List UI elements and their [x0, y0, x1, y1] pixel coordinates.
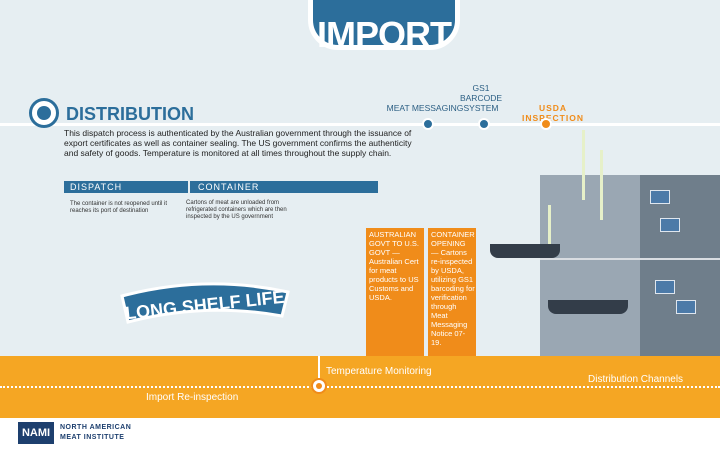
australian-govt-text: AUSTRALIAN GOVT TO U.S. GOVT — Australia…: [369, 230, 420, 302]
meat-messaging-label: MEAT MESSAGING: [386, 103, 464, 113]
ship-icon: [548, 300, 628, 314]
gs1-label: GS1 BARCODE SYSTEM: [459, 83, 503, 113]
distribution-channels-label: Distribution Channels: [588, 374, 684, 385]
page-title: IMPORT: [317, 14, 452, 55]
dock-line: [540, 258, 720, 260]
badge-shape: LONG SHELF LIFE: [120, 282, 290, 324]
distribution-node-dot: [37, 106, 51, 120]
timeline-track: [0, 123, 720, 126]
footer: [0, 418, 720, 450]
logo-line-1: NORTH AMERICAN: [60, 424, 132, 431]
distribution-heading: DISTRIBUTION: [66, 104, 194, 124]
container-box-icon: [676, 300, 696, 314]
bottom-dotted-line: [0, 386, 720, 388]
container-box-icon: [660, 218, 680, 232]
ship-icon: [490, 244, 560, 258]
temperature-node-dot: [316, 383, 322, 389]
container-opening-panel: [428, 228, 476, 356]
title-pill: [308, 0, 460, 50]
warehouse-area: [640, 175, 720, 360]
tab-container[interactable]: CONTAINER: [190, 181, 378, 193]
reinspection-label: Import Re-inspection: [146, 392, 239, 403]
gs1-node[interactable]: [478, 118, 490, 130]
nami-logo[interactable]: NAMI: [18, 422, 54, 444]
long-shelf-life-badge: LONG SHELF LIFE: [110, 262, 300, 347]
dispatch-description: The container is not reopened until it r…: [70, 201, 168, 214]
container-description: Cartons of meat are unloaded from refrig…: [186, 200, 287, 220]
temperature-label: Temperature Monitoring: [326, 366, 432, 377]
australian-govt-panel: [366, 228, 424, 356]
temperature-connector: [318, 356, 320, 378]
usda-label: USDA INSPECTION: [522, 103, 584, 123]
meat-messaging-node[interactable]: [422, 118, 434, 130]
crane-icon: [600, 150, 603, 220]
tab-dispatch[interactable]: DISPATCH: [64, 181, 188, 193]
container-box-icon: [655, 280, 675, 294]
logo-line-2: MEAT INSTITUTE: [60, 434, 125, 441]
container-box-icon: [650, 190, 670, 204]
distribution-description: This dispatch process is authenticated b…: [64, 128, 412, 158]
usda-node[interactable]: [540, 118, 552, 130]
crane-icon: [582, 130, 585, 200]
container-opening-text: CONTAINER OPENING — Cartons re-inspected…: [431, 230, 475, 347]
crane-icon: [548, 205, 551, 245]
